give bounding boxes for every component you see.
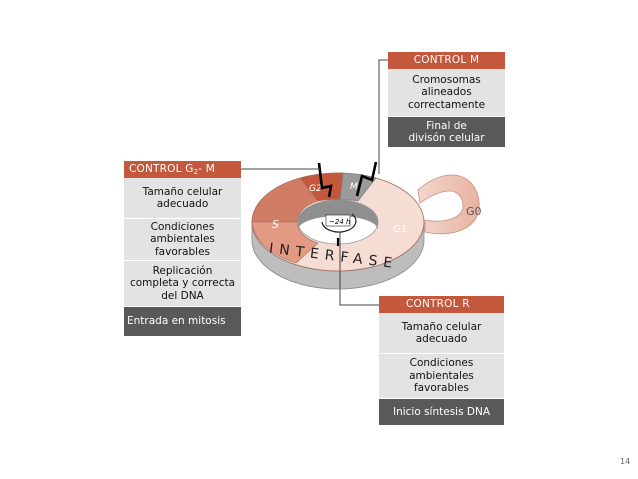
connector-r <box>339 232 379 306</box>
page-number: 14 <box>620 457 631 466</box>
control-g2m-title-suffix: - M <box>198 163 216 175</box>
connector-m <box>378 59 388 174</box>
control-r-item-2: Condiciones ambientales favorables <box>379 354 504 399</box>
control-m-item-1: Cromosomas alineados correctamente <box>388 69 505 117</box>
control-g2m-title-prefix: CONTROL G <box>129 163 194 175</box>
g0-label: G0 <box>466 205 482 218</box>
duration-box <box>325 214 351 227</box>
control-g2m-footer: Entrada en mitosis <box>124 307 241 336</box>
control-g2m-item-1: Tamaño celular adecuado <box>124 178 241 219</box>
control-r-item-1: Tamaño celular adecuado <box>379 313 504 354</box>
control-g2m-title: CONTROL G2- M <box>124 161 241 178</box>
checkpoint-g2m-flag <box>317 162 333 198</box>
control-m-footer: Final de divisón celular <box>388 117 505 147</box>
segment-s-lower <box>251 221 319 264</box>
duration-arrow <box>321 213 357 233</box>
duration-label: ~24 h <box>329 218 350 226</box>
label-g2: G2 <box>309 184 322 194</box>
control-g2m-title-sub: 2 <box>193 168 199 176</box>
control-g2m-item-2: Condiciones ambientales favorables <box>124 219 241 261</box>
checkpoint-m-flag <box>355 161 378 197</box>
control-m-title: CONTROL M <box>388 52 505 69</box>
control-r-panel: CONTROL R Tamaño celular adecuado Condic… <box>379 296 504 425</box>
label-g1: G1 <box>393 224 407 235</box>
control-r-title: CONTROL R <box>379 296 504 313</box>
control-g2m-item-3: Replicación completa y correcta del DNA <box>124 261 241 307</box>
g0-loop <box>417 174 480 235</box>
control-r-footer: Inicio síntesis DNA <box>379 399 504 425</box>
label-s: S <box>272 218 279 231</box>
control-m-panel: CONTROL M Cromosomas alineados correctam… <box>388 52 505 147</box>
label-m: M <box>350 182 358 192</box>
control-g2m-panel: CONTROL G2- M Tamaño celular adecuado Co… <box>124 161 241 336</box>
